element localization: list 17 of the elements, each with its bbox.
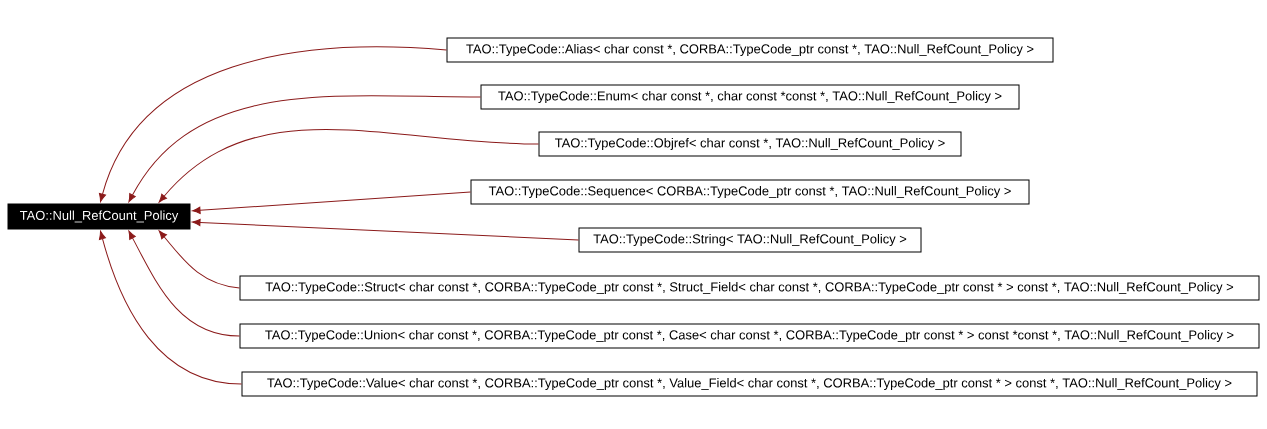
class-box: TAO::TypeCode::Union< char const *, CORBA::TypeCode_ptr const *, Case< char const *, CORBA::TypeCode_ptr const * > const *const *, TAO::Null_RefCount_Policy >: [239, 323, 1260, 349]
inheritance-arrow: [191, 191, 471, 214]
inheritance-arrow: [158, 129, 539, 203]
inheritance-arrow: [128, 95, 481, 203]
inheritance-arrow: [191, 218, 579, 241]
inheritance-arrow: [98, 230, 242, 385]
class-box: TAO::TypeCode::Alias< char const *, CORBA::TypeCode_ptr const *, TAO::Null_RefCount_Policy >: [446, 37, 1054, 63]
inheritance-arrow: [128, 230, 240, 337]
class-box: TAO::TypeCode::Enum< char const *, char const *const *, TAO::Null_RefCount_Policy >: [480, 84, 1020, 110]
class-box: TAO::TypeCode::Objref< char const *, TAO::Null_RefCount_Policy >: [538, 131, 962, 157]
inheritance-arrow: [158, 230, 240, 289]
inheritance-arrow: [98, 46, 447, 203]
class-box: TAO::TypeCode::Sequence< CORBA::TypeCode_ptr const *, TAO::Null_RefCount_Policy >: [470, 179, 1030, 205]
class-box: TAO::TypeCode::Struct< char const *, CORBA::TypeCode_ptr const *, Struct_Field< char const *, CORBA::TypeCode_ptr const * > const *, TAO::Null_RefCount_Policy >: [239, 275, 1260, 301]
class-box: TAO::TypeCode::Value< char const *, CORBA::TypeCode_ptr const *, Value_Field< char const *, CORBA::TypeCode_ptr const * > const *, TAO::Null_RefCount_Policy >: [241, 371, 1258, 397]
class-box: TAO::TypeCode::String< TAO::Null_RefCount_Policy >: [578, 227, 922, 253]
class-box: TAO::Null_RefCount_Policy: [7, 203, 191, 230]
